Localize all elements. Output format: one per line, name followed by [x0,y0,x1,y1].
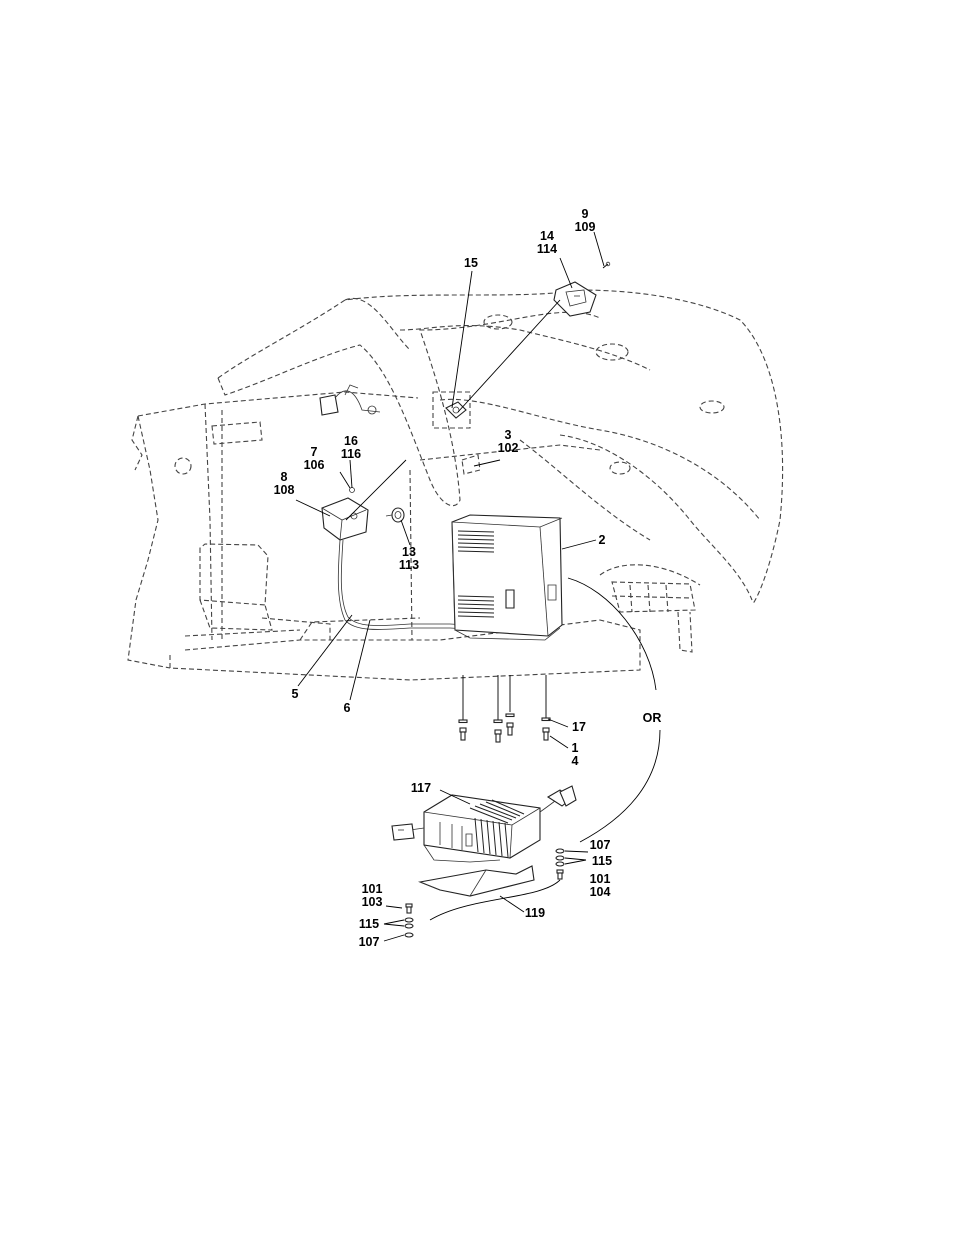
switch-socket [446,402,466,418]
callout-15: 15 [464,256,478,270]
charger-fasteners [459,675,550,742]
callout-17: 17 [572,720,586,734]
callout-16-line1: 16 [344,434,358,448]
receptacle-cover [554,282,596,316]
callout-115-left: 115 [359,917,379,931]
callout-3-line1: 3 [505,428,512,442]
callout-3-line2: 102 [498,441,519,455]
callout-14-line2: 114 [537,242,557,256]
callout-101-left-line1: 101 [362,882,383,896]
callout-9-line1: 9 [582,207,589,221]
callout-107-left: 107 [359,935,380,949]
battery-charger-alternate [392,786,576,862]
callout-8-line1: 8 [281,470,288,484]
hardware-left [405,904,413,937]
callout-5: 5 [292,687,299,701]
hinge-bracket [320,385,380,415]
callout-8-line2: 108 [274,483,295,497]
callout-7-line2: 106 [304,458,325,472]
callout-14-line1: 14 [540,229,554,243]
callout-2: 2 [599,533,606,547]
callout-119: 119 [525,906,545,920]
battery-charger-upright [452,515,562,640]
callout-115-right: 115 [592,854,612,868]
callout-117: 117 [411,781,431,795]
callout-9-line2: 109 [575,220,596,234]
callout-16-line2: 116 [341,447,361,461]
mount-bracket [322,488,368,541]
callout-7-line1: 7 [311,445,318,459]
callout-101-right-line2: 104 [590,885,611,899]
hardware-right [556,849,564,879]
callout-101-left-line2: 103 [362,895,383,909]
callout-13-line2: 113 [399,558,419,572]
callout-107-right: 107 [590,838,611,852]
callout-1-line1: 1 [572,741,579,755]
callout-13-line1: 13 [402,545,416,559]
callout-1-line2: 4 [572,754,579,768]
callout-101-right-line1: 101 [590,872,611,886]
mounting-plate [420,866,534,896]
callout-or: OR [643,711,662,725]
callout-6: 6 [344,701,351,715]
